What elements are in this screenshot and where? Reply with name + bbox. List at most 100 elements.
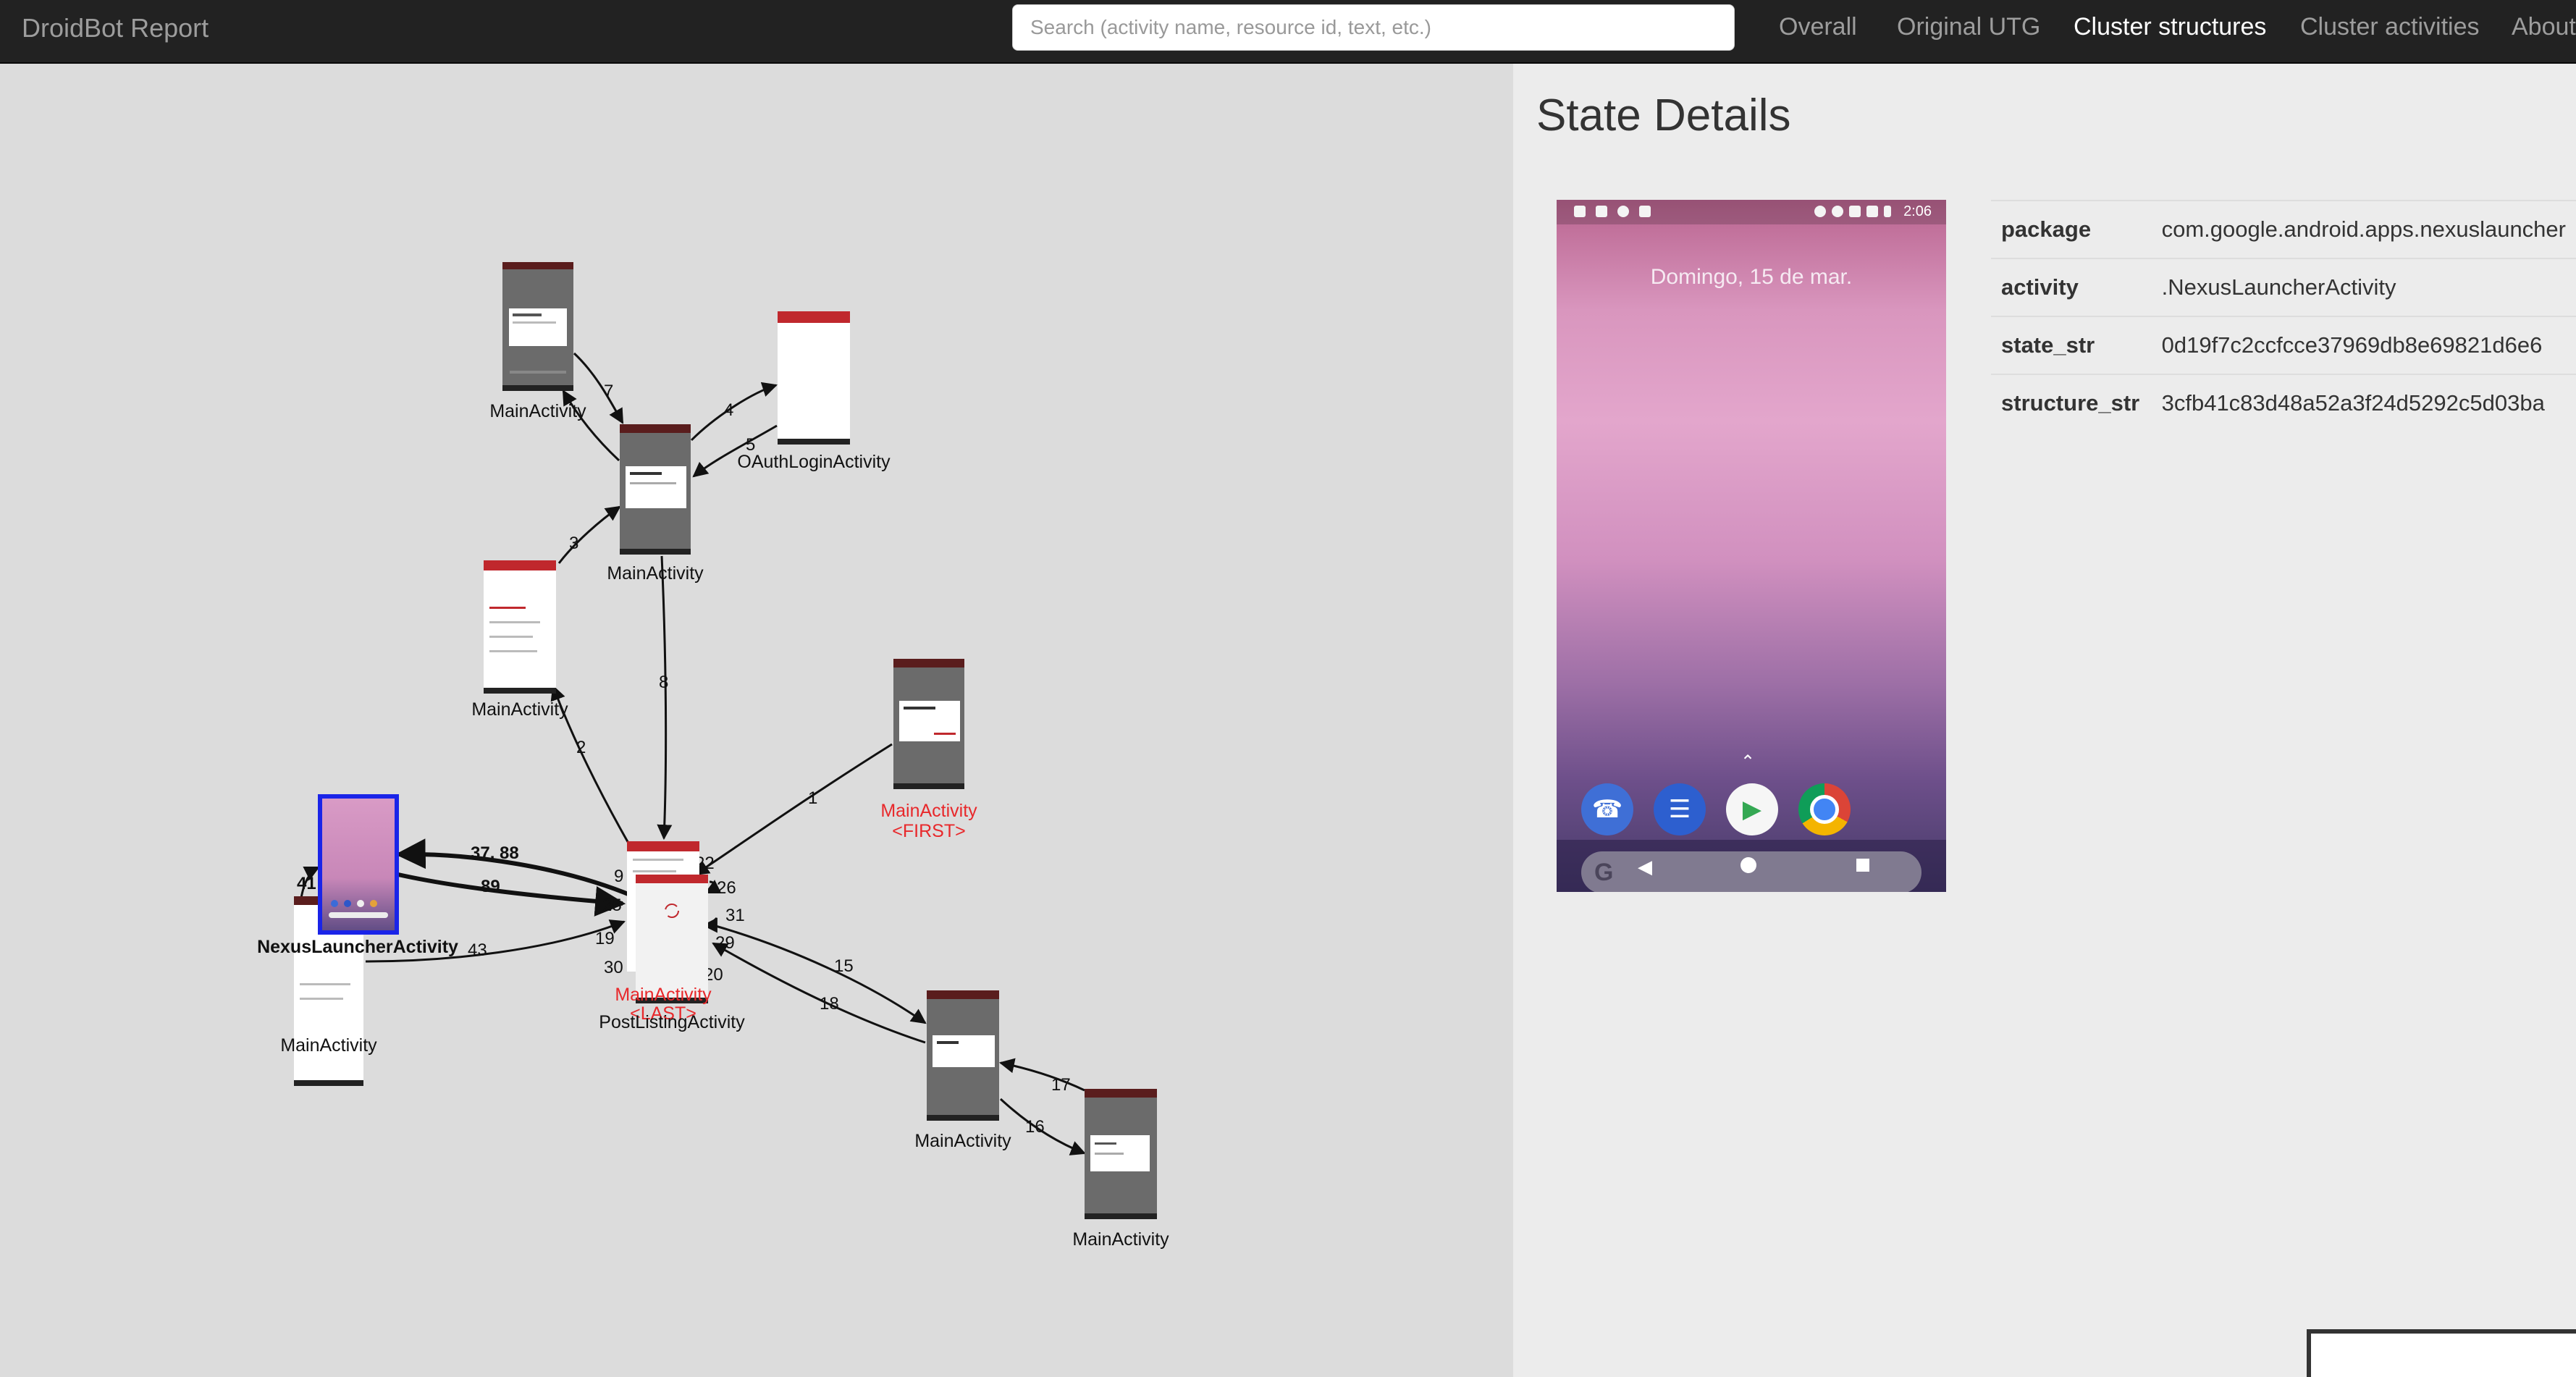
node-label-main-dialog: MainActivity	[607, 563, 704, 584]
wifi-icon	[1849, 206, 1861, 217]
phone-app-icon: ☎	[1581, 783, 1633, 835]
detail-row-state-str: state_str 0d19f7c2ccfcce37969db8e69821d6…	[1991, 316, 2576, 374]
node-main-menu[interactable]	[484, 560, 556, 694]
circle-icon	[1617, 206, 1629, 217]
detail-value: 3cfb41c83d48a52a3f24d5292c5d03ba	[2151, 374, 2576, 431]
nav-original-utg[interactable]: Original UTG	[1897, 13, 2041, 41]
edge-label-26: 26	[717, 878, 736, 898]
edge-18	[712, 942, 926, 1044]
graph-canvas[interactable]: 7 4 5 3 8 2 1 37, 88 89 41 43 9 25 19 30…	[0, 64, 1513, 1377]
messages-app-icon: ☰	[1654, 783, 1706, 835]
detail-key: structure_str	[1991, 374, 2152, 431]
chrome-icon	[1798, 783, 1851, 835]
edge-2	[550, 685, 631, 846]
phone-clock: 2:06	[1903, 203, 1932, 219]
node-label-last-tag: <LAST>	[630, 1003, 696, 1024]
sd-card-icon	[1639, 206, 1651, 217]
node-label-main-dialog-top: MainActivity	[489, 401, 586, 421]
node-post-listing[interactable]	[636, 875, 708, 1003]
tablet-icon	[1596, 206, 1607, 217]
node-nexus-launcher-selected[interactable]	[318, 794, 399, 935]
shield-icon	[1574, 206, 1586, 217]
nav-overall[interactable]: Overall	[1779, 13, 1857, 41]
edge-label-7: 7	[604, 382, 613, 401]
edge-43	[365, 919, 626, 963]
detail-value: 0d19f7c2ccfcce37969db8e69821d6e6	[2151, 316, 2576, 374]
brand-title[interactable]: DroidBot Report	[22, 13, 209, 43]
node-label-main-br1: MainActivity	[914, 1131, 1011, 1151]
state-details-panel: State Details 2:06 Domingo, 15 de mar. ⌃…	[1513, 64, 2576, 1377]
edge-37-88	[395, 838, 635, 898]
nav-cluster-activities[interactable]: Cluster activities	[2300, 13, 2480, 41]
detail-key: package	[1991, 200, 2152, 258]
node-label-main-left: MainActivity	[280, 1035, 377, 1056]
recents-icon	[1856, 859, 1869, 872]
nav-about[interactable]: About	[2512, 13, 2576, 41]
edge-label-4: 4	[724, 400, 733, 420]
utg-graph[interactable]: 7 4 5 3 8 2 1 37, 88 89 41 43 9 25 19 30…	[0, 64, 1513, 1377]
edge-label-8: 8	[659, 673, 668, 692]
node-label-launcher: NexusLauncherActivity	[257, 937, 458, 957]
play-store-icon: ▶	[1726, 783, 1778, 835]
node-main-first[interactable]	[893, 659, 964, 789]
node-label-main-menu: MainActivity	[471, 699, 568, 720]
edge-label-43: 43	[468, 940, 487, 960]
graph-nodes[interactable]	[294, 262, 1157, 1219]
edge-label-18: 18	[820, 994, 839, 1014]
phone-nav-bar: ◀	[1557, 840, 1946, 892]
location-icon	[1814, 206, 1826, 217]
edge-label-41: 41	[297, 874, 316, 893]
edge-label-89: 89	[481, 877, 500, 896]
node-main-bottom-right-2[interactable]	[1085, 1089, 1157, 1219]
edge-label-31: 31	[725, 906, 745, 925]
node-oauth-login[interactable]	[778, 311, 850, 445]
phone-status-bar: 2:06	[1557, 200, 1946, 224]
node-label-post-listing: PostListingActivity	[599, 1012, 745, 1032]
state-details-table: package com.google.android.apps.nexuslau…	[1991, 200, 2576, 431]
top-navbar: DroidBot Report Overall Original UTG Clu…	[0, 0, 2576, 64]
floating-preview-thumbnail[interactable]	[2307, 1329, 2576, 1377]
edge-89	[397, 872, 626, 917]
edge-3	[557, 505, 621, 564]
dnd-icon	[1832, 206, 1843, 217]
edge-4	[690, 382, 778, 442]
node-label-main-first: MainActivity	[880, 801, 977, 821]
state-details-title: State Details	[1536, 90, 1791, 140]
node-label-main-last: MainActivity	[615, 985, 712, 1005]
phone-date: Domingo, 15 de mar.	[1650, 265, 1853, 289]
detail-row-activity: activity .NexusLauncherActivity	[1991, 258, 2576, 316]
back-icon: ◀	[1638, 856, 1652, 877]
edge-label-19: 19	[595, 929, 615, 948]
node-label-first-tag: <FIRST>	[892, 821, 965, 841]
node-main-dialog[interactable]	[620, 424, 691, 555]
node-main-bottom-right-1[interactable]	[927, 990, 999, 1121]
graph-edges	[297, 352, 1086, 1155]
edge-labels: 7 4 5 3 8 2 1 37, 88 89 41 43 9 25 19 30…	[297, 382, 1071, 1137]
detail-row-structure-str: structure_str 3cfb41c83d48a52a3f24d5292c…	[1991, 374, 2576, 431]
edge-label-16: 16	[1025, 1117, 1045, 1137]
node-label-main-br2: MainActivity	[1072, 1229, 1169, 1250]
edge-label-37-88: 37, 88	[471, 843, 519, 863]
detail-row-package: package com.google.android.apps.nexuslau…	[1991, 200, 2576, 258]
chevron-up-icon: ⌃	[1741, 752, 1756, 772]
edge-label-9: 9	[614, 867, 623, 886]
edge-5	[692, 424, 778, 478]
edge-label-30: 30	[604, 958, 623, 977]
search-input[interactable]	[1012, 4, 1735, 51]
edge-1	[694, 743, 893, 876]
edge-8	[657, 555, 673, 841]
node-label-oauth: OAuthLoginActivity	[737, 452, 891, 472]
edge-7-back	[562, 389, 620, 462]
edge-label-2: 2	[576, 738, 586, 757]
detail-value: .NexusLauncherActivity	[2151, 258, 2576, 316]
edge-label-25: 25	[602, 896, 622, 915]
edge-label-29: 29	[715, 933, 735, 953]
edge-15	[712, 924, 927, 1024]
state-screenshot: 2:06 Domingo, 15 de mar. ⌃ ☎ ☰ ▶ G ◀	[1557, 200, 1946, 892]
detail-key: activity	[1991, 258, 2152, 316]
edge-label-15: 15	[834, 956, 854, 976]
edge-17	[998, 1058, 1085, 1092]
nav-cluster-structures[interactable]: Cluster structures	[2074, 13, 2267, 41]
node-main-dialog-top[interactable]	[502, 262, 573, 391]
edge-label-1: 1	[808, 788, 817, 808]
